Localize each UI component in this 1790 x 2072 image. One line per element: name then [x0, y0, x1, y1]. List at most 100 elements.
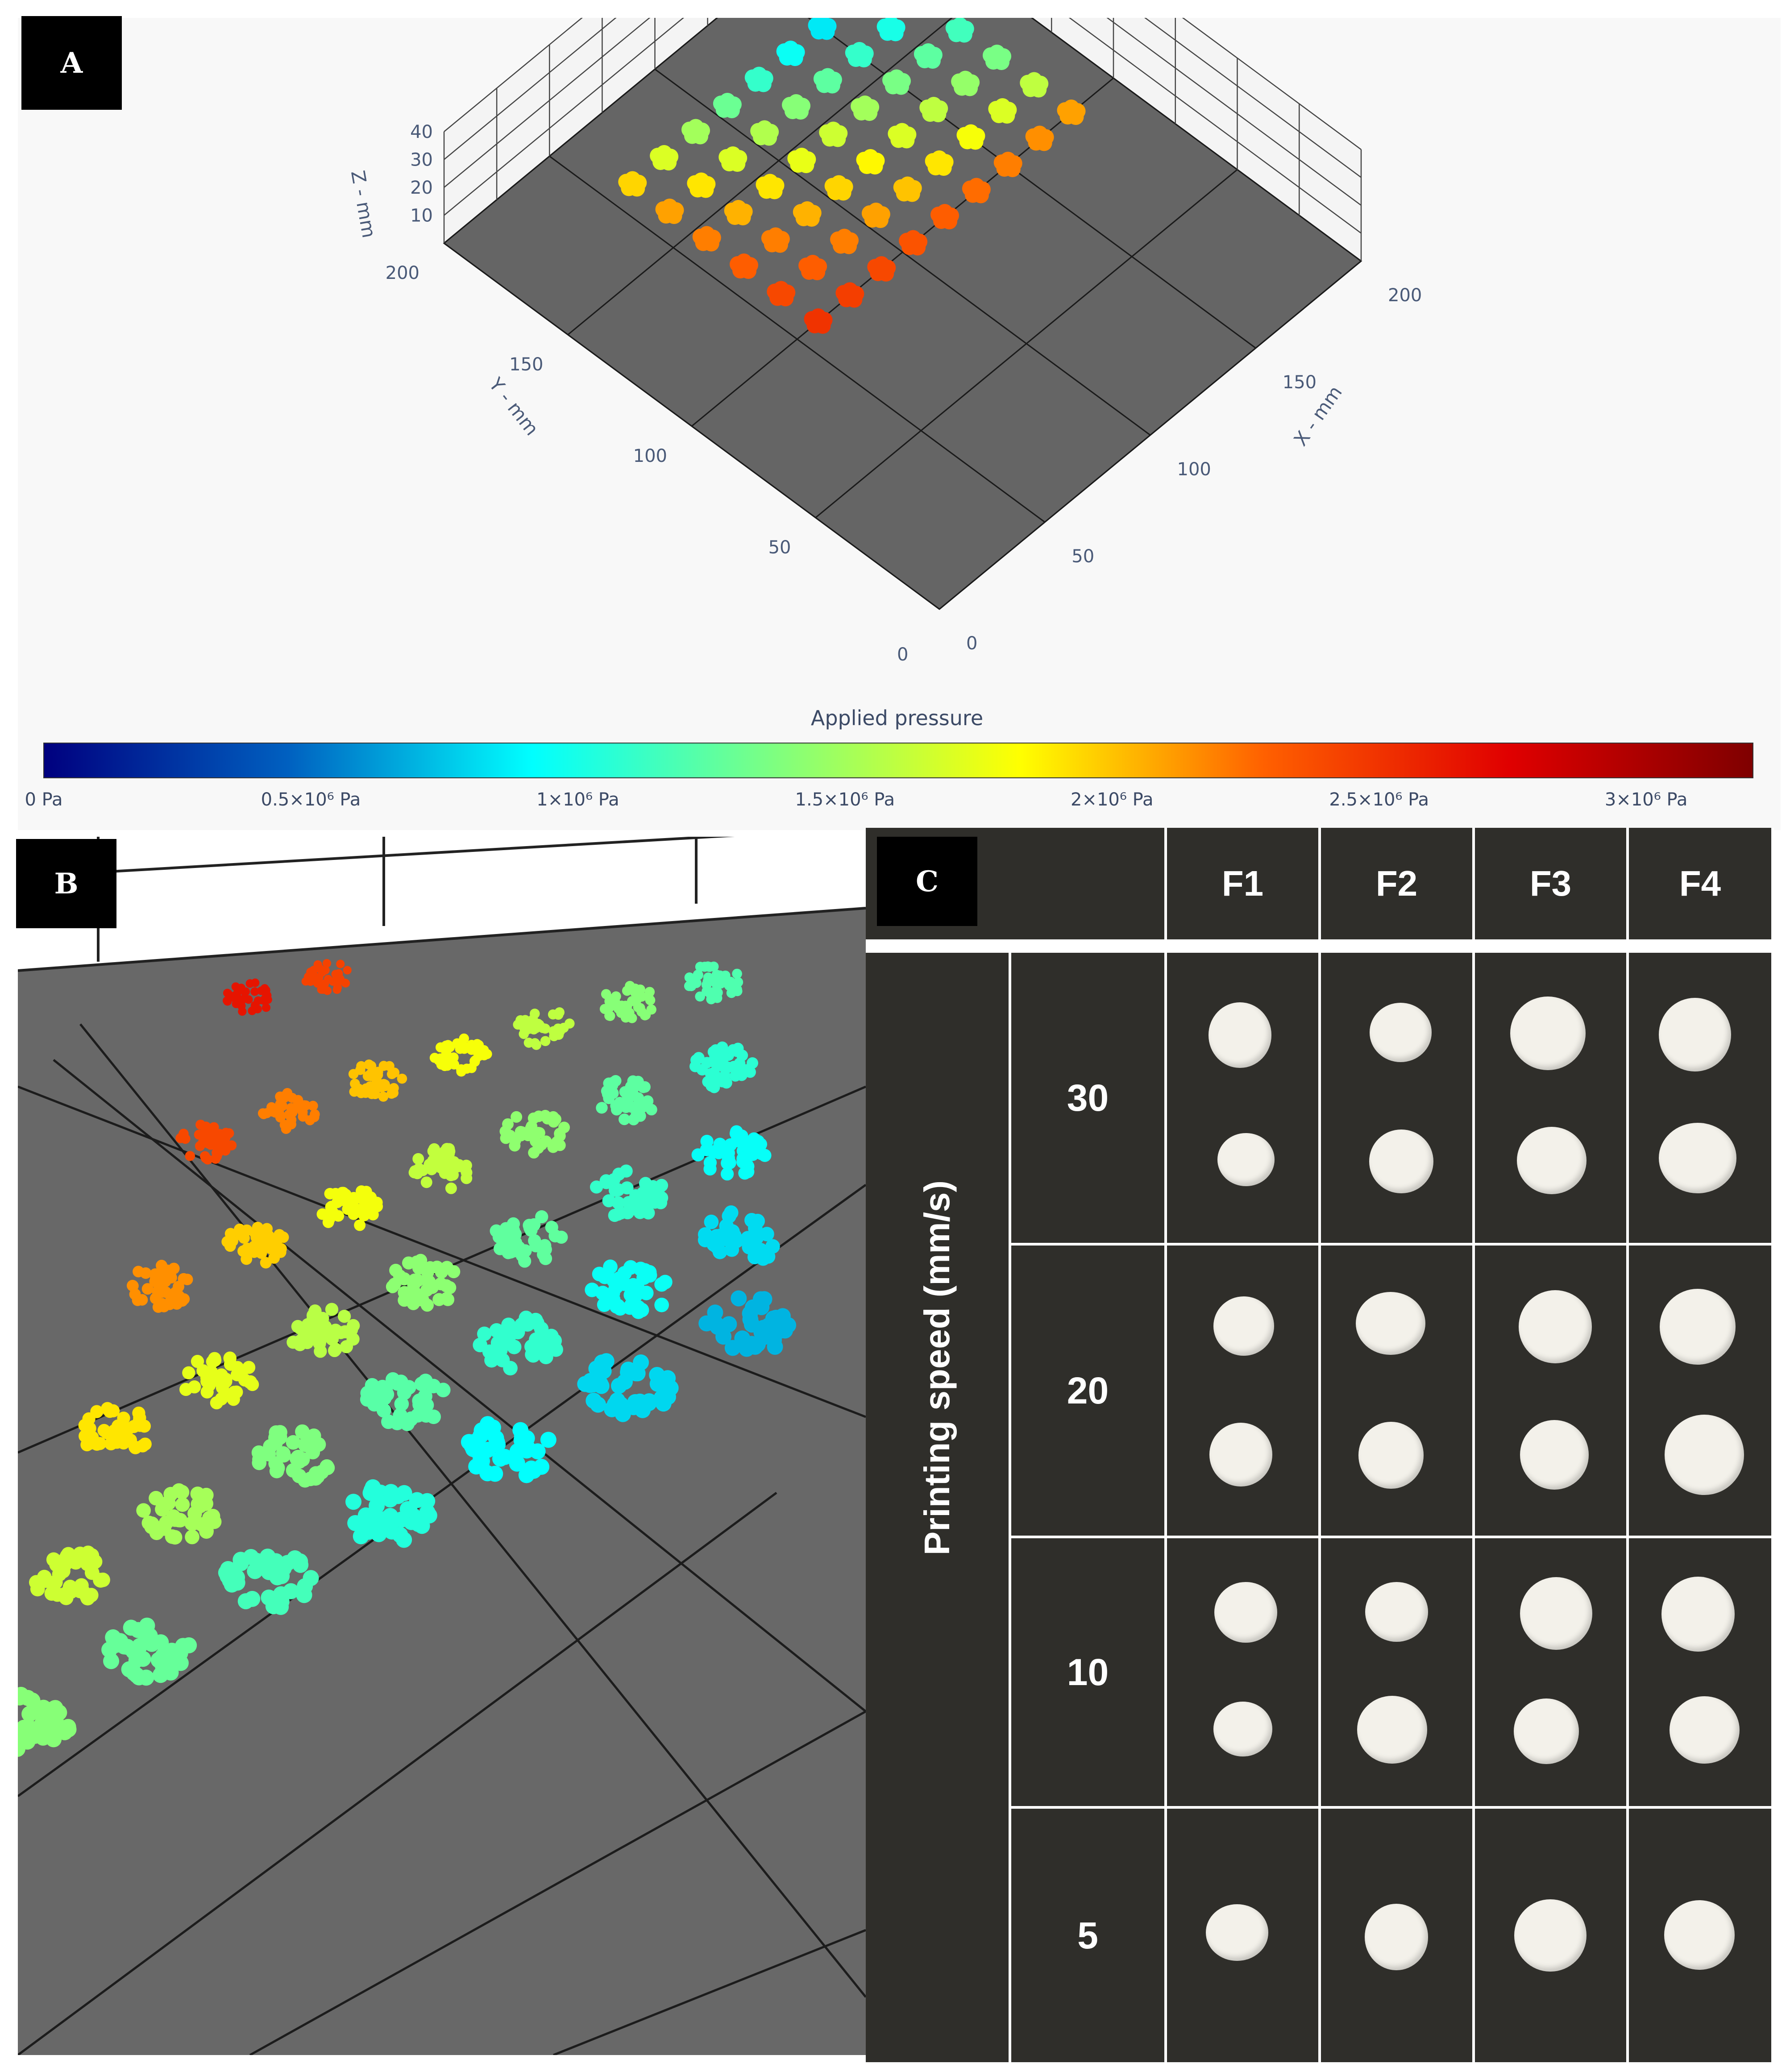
- colorbar-tick-label: 1×10⁶ Pa: [536, 789, 619, 810]
- panel-b-dot: [386, 1280, 399, 1293]
- panel-b-dot: [695, 991, 705, 1002]
- panel-b-dot: [515, 1129, 527, 1142]
- panel-b-dot: [633, 1002, 644, 1013]
- panel-b-dot: [599, 1176, 613, 1189]
- data-point-dot: [698, 226, 715, 242]
- panel-b-dot: [191, 1355, 204, 1368]
- data-point-dot: [937, 204, 953, 220]
- panel-b-dot: [349, 1087, 360, 1097]
- z-tick-label: 20: [410, 178, 433, 198]
- data-point-dot: [688, 119, 704, 135]
- panel-b-dot: [412, 1393, 427, 1408]
- panel-b-dot: [642, 1265, 657, 1280]
- wall-gridline: [444, 0, 1362, 178]
- panel-b-dot: [386, 1088, 397, 1099]
- panel-b-dot: [132, 1406, 145, 1420]
- data-point: [824, 175, 853, 201]
- panel-b-cluster: [179, 1351, 259, 1410]
- printed-sample: [1214, 1582, 1278, 1643]
- colorbar-tick-label: 2.5×10⁶ Pa: [1329, 789, 1429, 810]
- row-header: 20: [1011, 1246, 1164, 1536]
- data-point: [830, 228, 859, 254]
- panel-b-dot: [729, 1070, 741, 1082]
- printing-speed-label: Printing speed (mm/s): [917, 1180, 957, 1556]
- data-point: [893, 176, 922, 202]
- data-point-dot: [920, 43, 936, 59]
- panel-b-dot: [540, 1036, 551, 1046]
- data-point: [876, 16, 905, 42]
- panel-b-dot: [309, 1112, 320, 1122]
- panel-b-gridline: [249, 1710, 866, 2055]
- panel-b-dot: [509, 1443, 526, 1460]
- panel-b-dot: [329, 1188, 341, 1200]
- panel-b-dot: [106, 1434, 119, 1448]
- panel-b-dot: [608, 1183, 622, 1197]
- panel-b-cluster: [29, 1545, 110, 1606]
- panel-b-dot: [253, 996, 262, 1005]
- panel-b-dot: [625, 980, 635, 991]
- panel-b-dot: [744, 1213, 759, 1228]
- column-header-label: F1: [1221, 864, 1264, 903]
- panel-b-dot: [82, 1412, 96, 1425]
- data-point-dot: [831, 175, 847, 191]
- panel-b-dot: [220, 1128, 231, 1138]
- panel-b-dot: [473, 1040, 484, 1051]
- data-point-dot: [624, 171, 641, 187]
- panel-b-dot: [616, 1276, 631, 1291]
- data-point-dot: [751, 66, 767, 83]
- x-tick-label: 150: [1283, 372, 1317, 393]
- panel-b-dot: [497, 1449, 513, 1465]
- panel-b-dot: [623, 1362, 640, 1379]
- data-point-dot: [793, 148, 810, 164]
- panel-b-dot: [232, 999, 241, 1009]
- data-point-dot: [1026, 72, 1042, 88]
- panel-b-gridline: [18, 1491, 777, 2055]
- panel-b-dot: [482, 1049, 492, 1059]
- panel-b-dot: [182, 1366, 195, 1379]
- panel-b-dot: [150, 1520, 164, 1536]
- data-point-dot: [957, 71, 974, 87]
- sample-cell: [1321, 1538, 1472, 1806]
- panel-b-dot: [245, 979, 254, 988]
- printed-sample: [1208, 1002, 1272, 1068]
- data-point: [756, 174, 785, 199]
- panel-b-dot: [337, 1309, 351, 1323]
- panel-b-dot: [511, 1111, 523, 1123]
- data-point-dot: [767, 227, 784, 244]
- data-point-dot: [889, 69, 905, 86]
- panel-b-dot: [297, 1578, 313, 1594]
- sample-cell: [1475, 1809, 1626, 2062]
- data-point: [988, 98, 1017, 124]
- panel-b-dot: [520, 1026, 531, 1036]
- data-point: [713, 93, 742, 118]
- panel-b-dot: [350, 1079, 360, 1089]
- row-header: 5: [1011, 1809, 1164, 2062]
- panel-b-dot: [590, 1180, 603, 1194]
- panel-b-dot: [715, 979, 726, 989]
- panel-b-cluster: [218, 1549, 319, 1615]
- printed-sample: [1513, 1698, 1579, 1765]
- colorbar-tick-label: 3×10⁶ Pa: [1605, 789, 1687, 810]
- data-point-dot: [951, 17, 968, 33]
- panel-b-dot: [624, 1008, 635, 1018]
- panel-b-dot: [281, 1124, 291, 1134]
- panel-b-dot: [653, 1390, 670, 1406]
- colorbar-tick-label: 2×10⁶ Pa: [1071, 789, 1153, 810]
- panel-b-dot: [159, 1275, 171, 1287]
- panel-b-dot: [442, 1060, 453, 1071]
- panel-b-dot: [737, 1153, 750, 1167]
- panel-b-dot: [441, 1293, 455, 1306]
- panel-b-dot: [158, 1300, 170, 1312]
- panel-b-dot: [396, 1532, 412, 1548]
- panel-b-dot: [611, 1196, 625, 1209]
- printed-sample: [1665, 1415, 1744, 1495]
- panel-b-cluster: [473, 1310, 563, 1376]
- panel-b-dot: [160, 1286, 172, 1298]
- panel-b-cluster: [585, 1259, 673, 1319]
- panel-b-dot: [767, 1338, 783, 1355]
- data-point-dot: [805, 255, 821, 271]
- panel-b-dot: [140, 1267, 152, 1279]
- panel-b-dot: [502, 1118, 514, 1130]
- panel-b-dot: [738, 1167, 752, 1180]
- printed-sample: [1209, 1423, 1273, 1487]
